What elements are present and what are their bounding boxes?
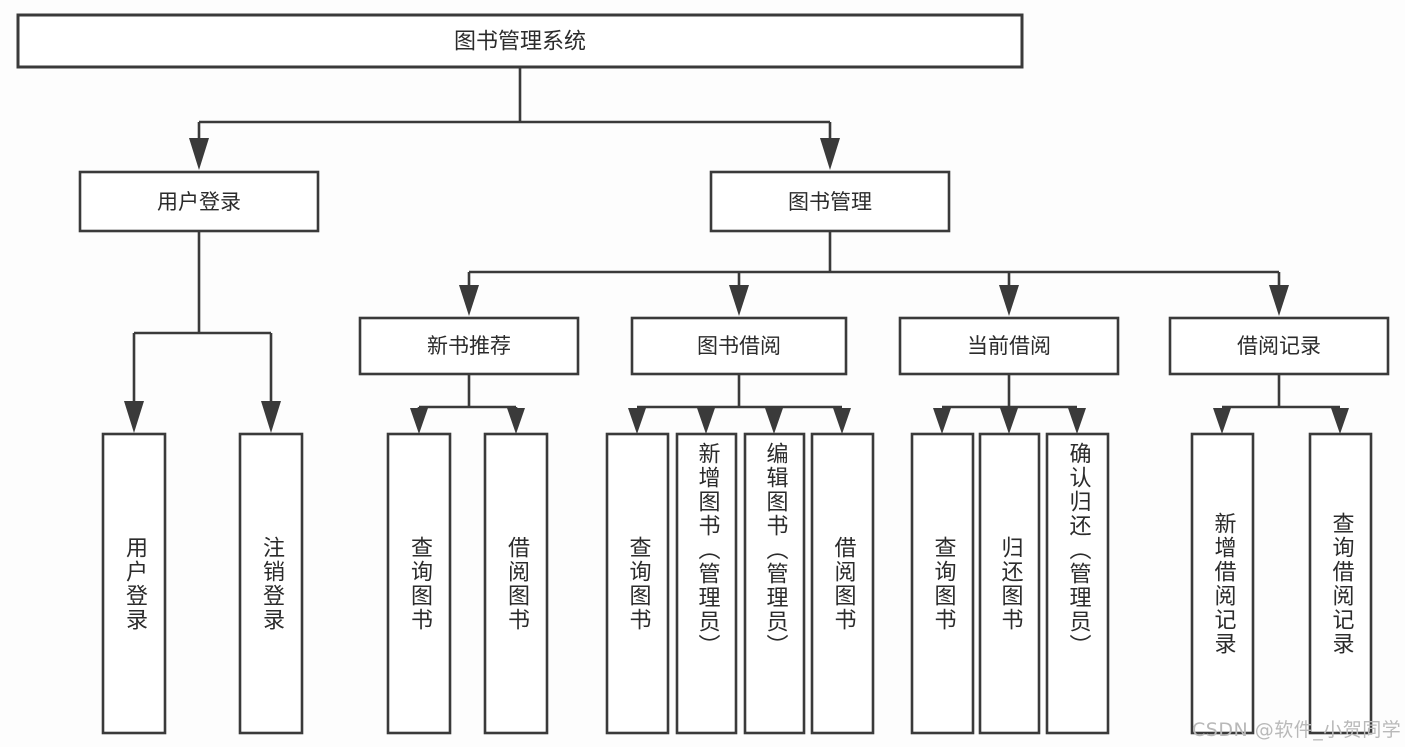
arrow-head-user-login (189, 138, 209, 170)
connector-group-book-mgmt (459, 231, 1289, 316)
watermark-text: CSDN @软件_小贺同学 (1192, 719, 1402, 741)
node-book-borrow[interactable] (630, 316, 848, 376)
leaf-user-login-2[interactable] (238, 432, 304, 735)
node-current-borrow[interactable] (898, 316, 1120, 376)
node-new-book-label: 新书推荐 (427, 334, 511, 358)
connector-group-user-login (124, 231, 281, 433)
node-borrow-record-label: 借阅记录 (1237, 334, 1321, 358)
arrow-head-leaf-bb-1 (628, 408, 646, 434)
arrow-head-leaf-nb-1 (410, 408, 428, 434)
arrow-head-leaf-nb-2 (507, 408, 525, 434)
arrow-head-leaf-logout (261, 401, 281, 433)
arrow-head-leaf-bb-3 (765, 408, 783, 434)
leaf-new-book-1[interactable] (386, 432, 452, 735)
leaf-borrow-record-2[interactable] (1308, 432, 1373, 735)
arrow-head-leaf-cb-2 (1000, 408, 1018, 434)
arrow-head-book-borrow (729, 285, 749, 316)
leaf-book-borrow-1[interactable] (605, 432, 670, 735)
node-current-borrow-label: 当前借阅 (967, 334, 1051, 358)
arrow-head-leaf-user-login (124, 401, 144, 433)
node-borrow-record[interactable] (1168, 316, 1390, 376)
leaf-book-borrow-4[interactable] (810, 432, 875, 735)
leaf-new-book-2[interactable] (483, 432, 549, 735)
node-new-book[interactable] (358, 316, 580, 376)
leaf-current-borrow-2[interactable] (978, 432, 1041, 735)
connector-group-borrow-record (1213, 374, 1349, 434)
arrow-head-leaf-cb-1 (933, 408, 951, 434)
arrow-head-leaf-bb-4 (833, 408, 851, 434)
arrow-head-current-borrow (999, 285, 1019, 316)
arrow-head-leaf-bb-2 (697, 408, 715, 434)
connector-group-book-borrow (628, 374, 851, 434)
leaf-borrow-record-1[interactable] (1190, 432, 1255, 735)
leaf-current-borrow-3[interactable] (1045, 432, 1110, 735)
node-root-label: 图书管理系统 (454, 30, 586, 55)
node-user-login[interactable] (78, 170, 320, 233)
node-book-mgmt-label: 图书管理 (788, 190, 872, 214)
leaf-user-login-1[interactable] (101, 432, 167, 735)
node-user-login-label: 用户登录 (157, 190, 241, 214)
arrow-head-borrow-record (1269, 285, 1289, 316)
arrow-head-book-mgmt (820, 138, 840, 170)
arrow-head-leaf-cb-3 (1068, 408, 1086, 434)
leaf-book-borrow-3[interactable] (743, 432, 806, 735)
arrow-head-new-book (459, 285, 479, 316)
node-book-borrow-label: 图书借阅 (697, 334, 781, 358)
node-book-mgmt[interactable] (709, 170, 951, 233)
connector-group-current-borrow (933, 374, 1086, 434)
node-root[interactable] (16, 13, 1024, 69)
connector-group-new-book (410, 374, 525, 434)
leaf-current-borrow-1[interactable] (910, 432, 975, 735)
arrow-head-leaf-br-1 (1213, 408, 1231, 434)
connector-group-root (189, 67, 840, 170)
arrow-head-leaf-br-2 (1331, 408, 1349, 434)
leaf-book-borrow-2[interactable] (675, 432, 738, 735)
